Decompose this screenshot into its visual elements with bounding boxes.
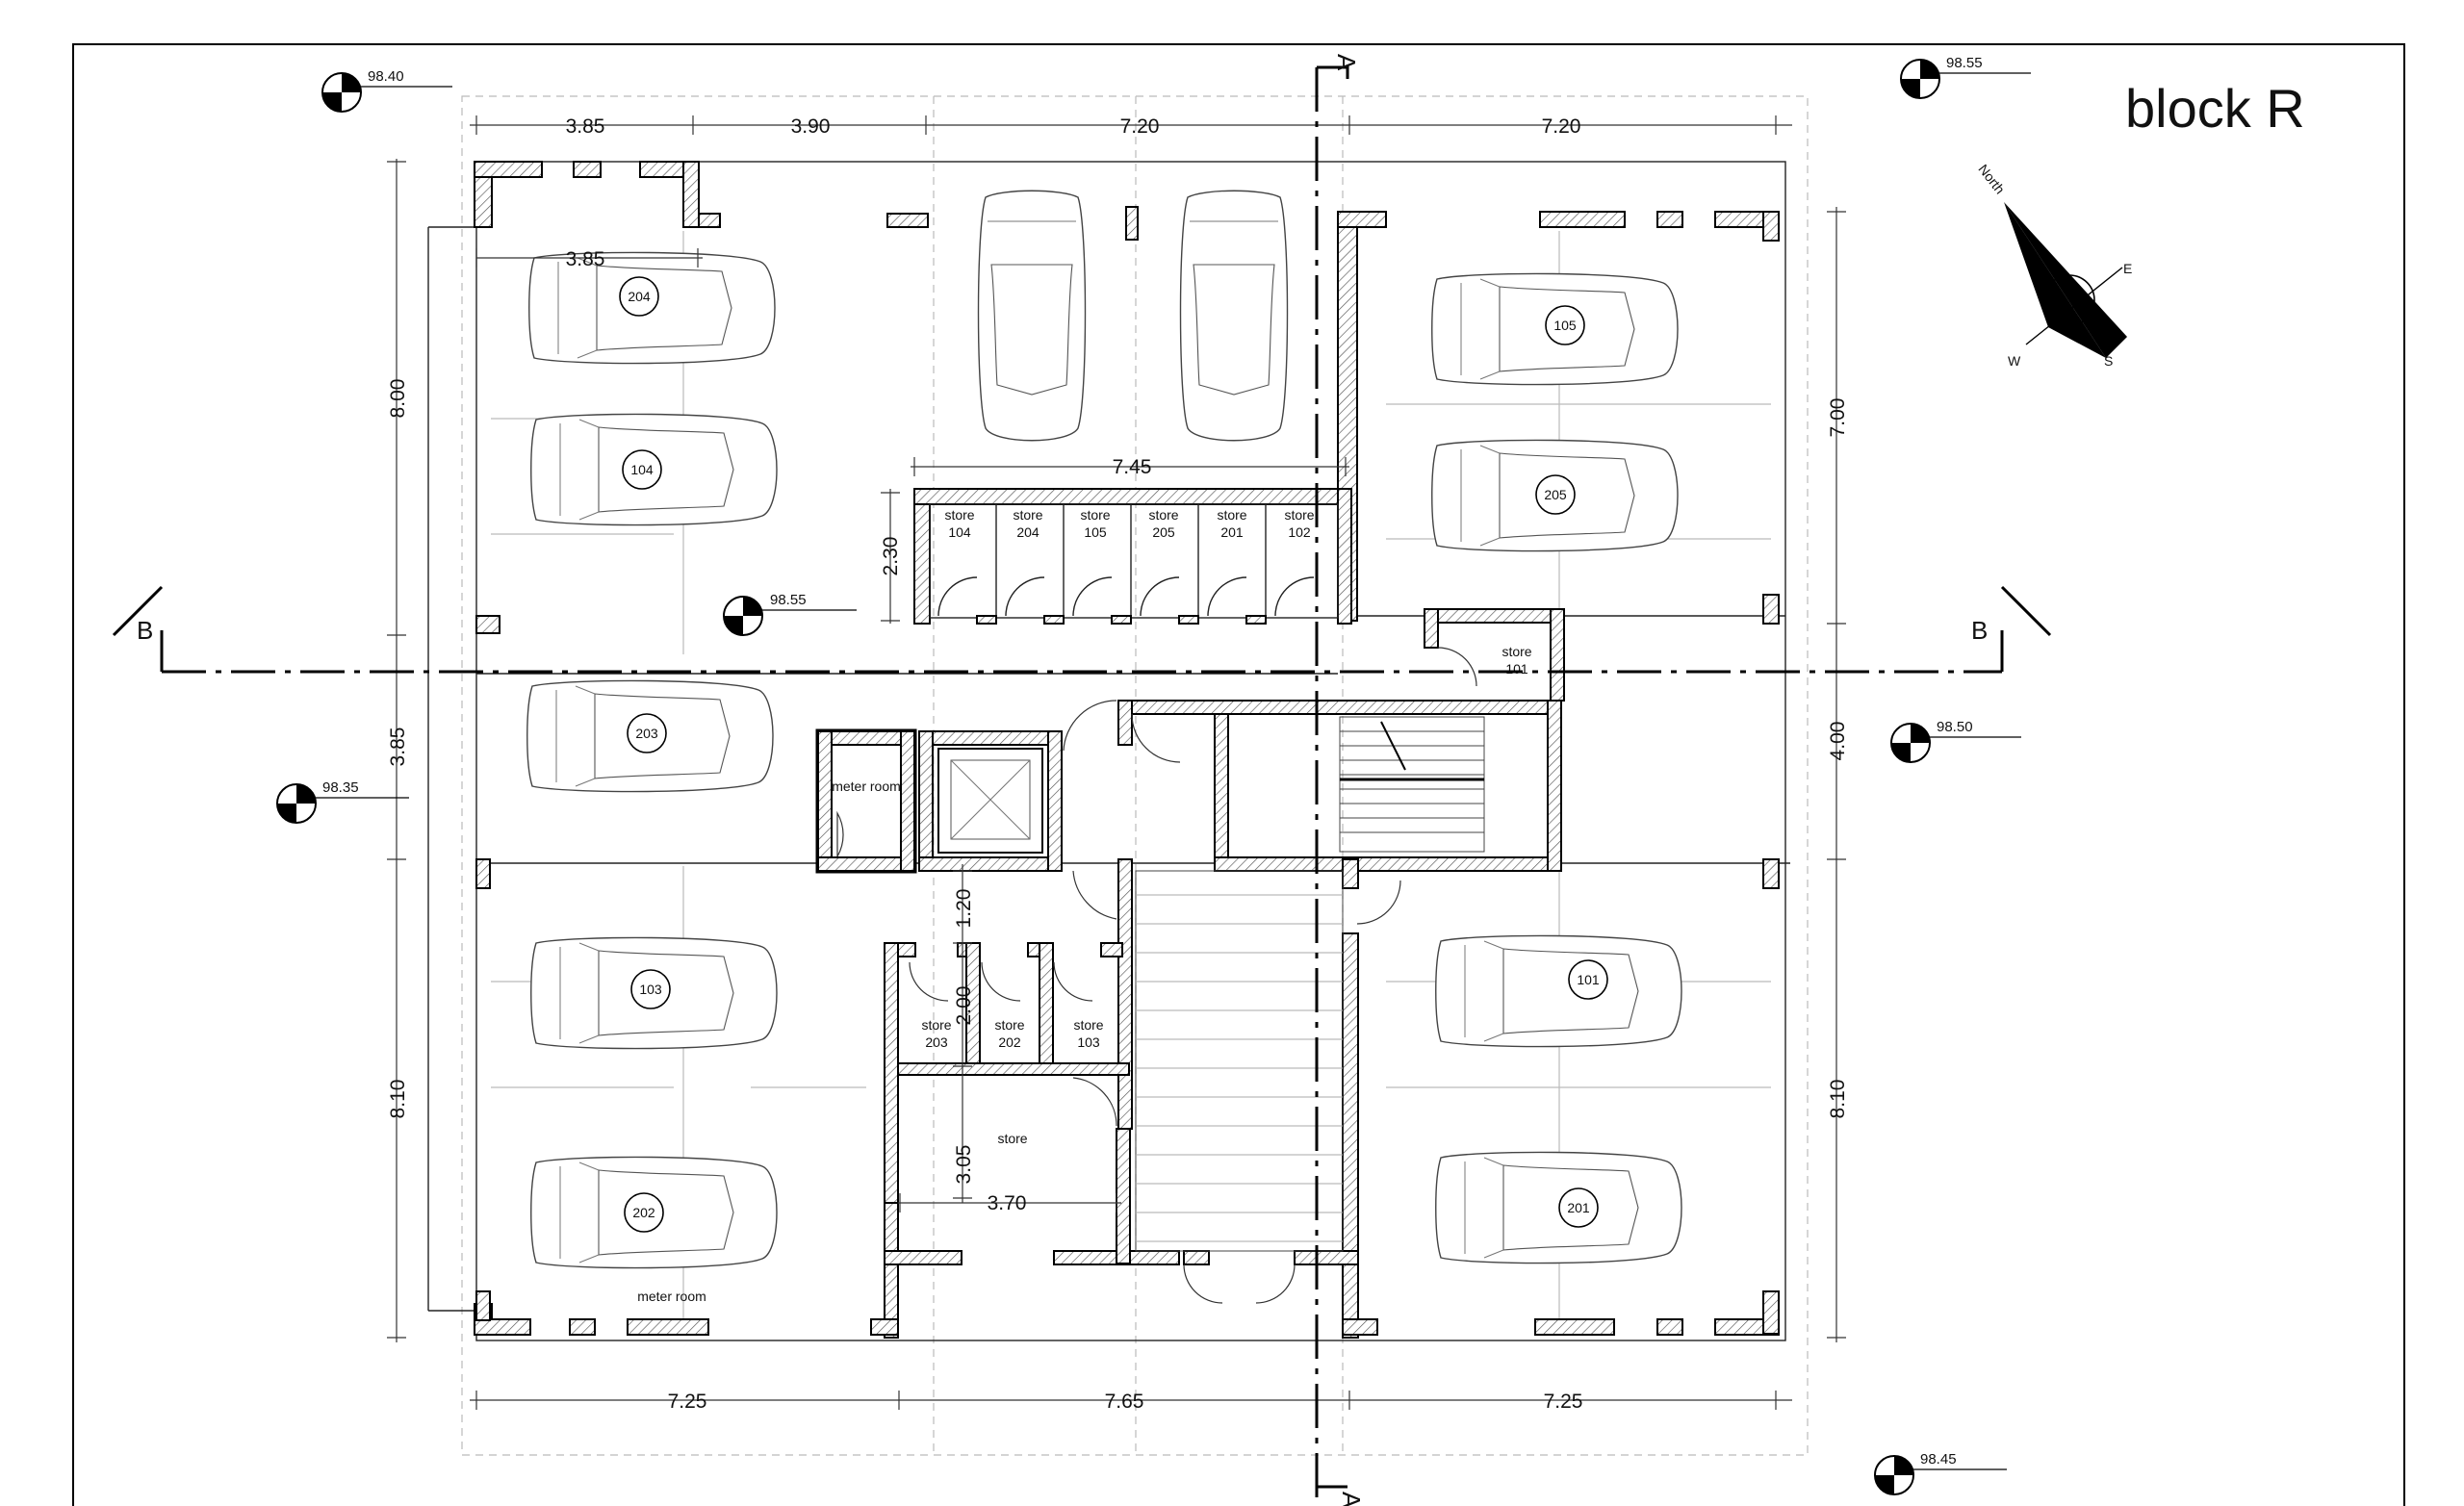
compass-west-label: W [2008,353,2021,369]
parking-label: 101 [1577,972,1600,987]
level-marker: 98.40 [321,68,452,113]
structural-walls [474,161,1780,1339]
parking-area-outline [475,161,1786,1341]
store-label: store [1073,1017,1103,1033]
store-number: 202 [998,1034,1021,1050]
parking-label: 204 [628,289,651,304]
parking-label: 104 [630,462,654,477]
level-marker: 98.45 [1874,1451,2007,1495]
ramp [1135,870,1344,1252]
level-marker: 98.55 [1900,55,2031,99]
dimension-label: 8.10 [1827,1080,1849,1119]
door-swings [836,647,1477,1304]
dimension-label: 3.05 [953,1145,975,1185]
dimension-label: 7.25 [1544,1391,1583,1413]
dimension-label: 7.65 [1105,1391,1144,1413]
store-number: 201 [1220,524,1244,540]
dimension-label: 8.10 [387,1080,409,1119]
section-markers [112,65,2052,1489]
meter-room-label: meter room [637,1289,706,1304]
store-label: store [1148,507,1178,523]
compass-north-label: North [1975,162,2008,197]
dimension-label: 7.20 [1120,115,1160,138]
meter-room-label: meter room [832,779,901,794]
store-label: store [1217,507,1246,523]
parking-label: 201 [1567,1200,1590,1215]
dimension-lines [387,115,1846,1410]
level-label: 98.55 [1946,55,1983,71]
dimension-label: 7.00 [1827,398,1849,438]
section-label-a: A [1337,1492,1366,1506]
store-label: store [921,1017,951,1033]
compass-south-label: S [2104,353,2113,369]
store-label: store [1080,507,1110,523]
store-label: store [944,507,974,523]
store-number: 203 [925,1034,948,1050]
level-label: 98.50 [1937,719,1973,735]
section-label-b: B [137,616,153,645]
dimension-label: 4.00 [1827,722,1849,761]
store-number: 102 [1288,524,1311,540]
stair-detail [1339,716,1485,853]
store-label: store [1284,507,1314,523]
level-marker: 98.50 [1890,719,2021,763]
parking-label: 205 [1544,487,1567,502]
parking-number-markers [619,276,1608,1233]
dimension-label: 7.20 [1542,115,1581,138]
store-label: store [997,1131,1027,1146]
store-number: 204 [1016,524,1040,540]
dimension-label: 3.85 [387,727,409,767]
store-number: 105 [1084,524,1107,540]
compass-icon: North E S W [1975,162,2132,369]
parking-label: 203 [635,726,658,741]
parking-label: 105 [1553,318,1577,333]
store-number: 103 [1077,1034,1100,1050]
sheet-frame [72,43,2405,1506]
dimension-label: 3.90 [791,115,831,138]
parking-cars [526,190,1682,1269]
store-label: store [994,1017,1024,1033]
parking-label: 202 [632,1205,655,1220]
level-label: 98.45 [1920,1451,1957,1468]
section-label-b: B [1971,616,1988,645]
level-label: 98.35 [322,779,359,796]
store-label: store [1502,644,1531,659]
dimension-label: 3.85 [566,115,605,138]
dimension-label: 8.00 [387,379,409,419]
store-number: 205 [1152,524,1175,540]
store-row-top [929,503,1339,625]
dimension-label: 1.20 [953,889,975,929]
level-label: 98.40 [368,68,404,85]
lift [937,748,1043,854]
section-label-a: A [1332,54,1361,71]
site-boundary [461,95,1809,1456]
store-number: 104 [948,524,971,540]
store-number: 101 [1505,661,1528,676]
level-marker: 98.35 [276,779,409,824]
level-label: 98.55 [770,592,807,608]
dimension-label: 3.70 [988,1192,1027,1214]
dimension-label: 7.25 [668,1391,707,1413]
dimension-label: 3.85 [566,248,605,270]
dimension-label: 2.30 [880,537,902,576]
dimension-label: 7.45 [1113,456,1152,478]
dimension-label: 2.00 [953,986,975,1026]
compass-east-label: E [2123,261,2132,276]
level-marker: 98.55 [723,592,857,636]
drawing-title: block R [2125,78,2305,139]
parking-label: 103 [639,982,662,997]
store-label: store [1013,507,1042,523]
